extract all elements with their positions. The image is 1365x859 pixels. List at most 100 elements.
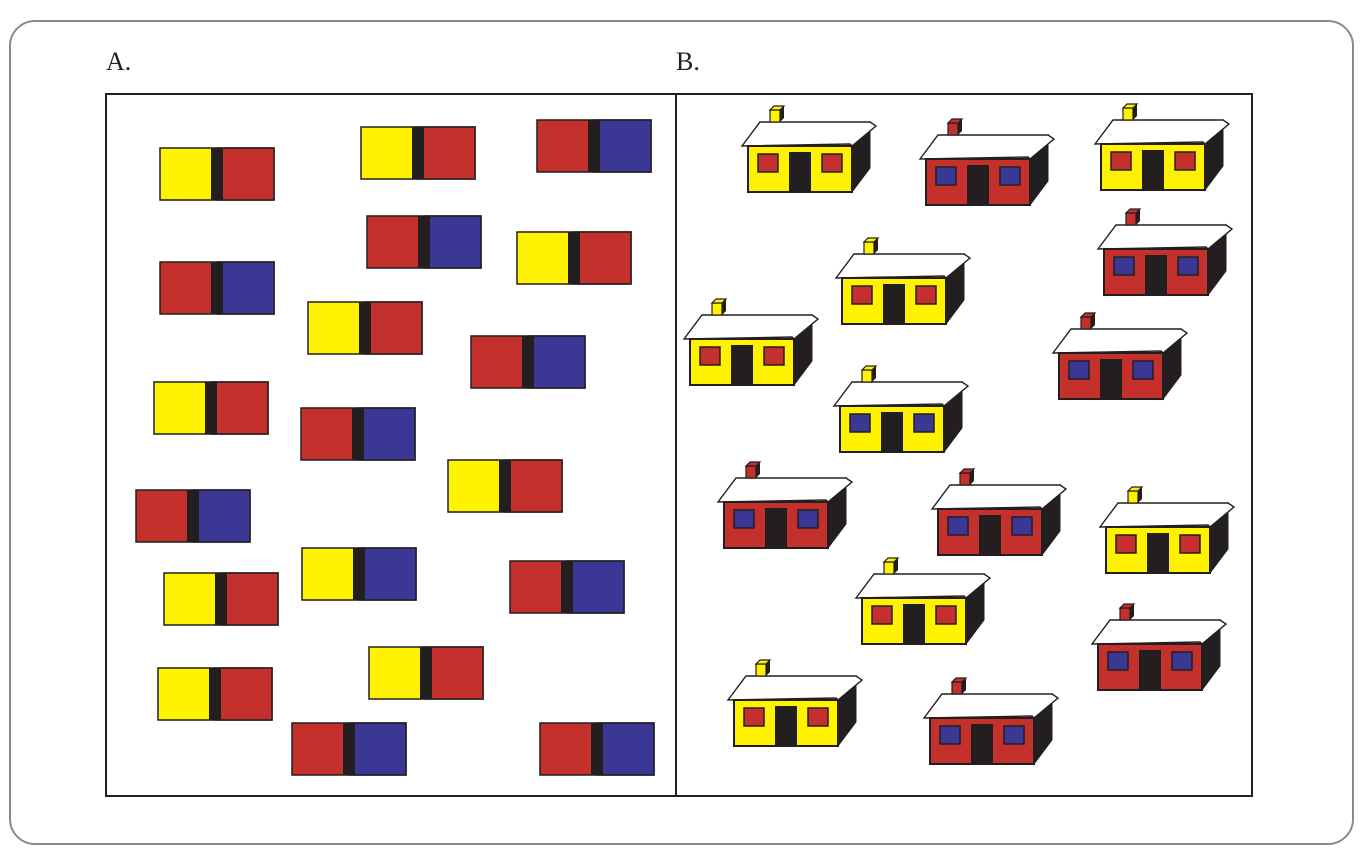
house-door <box>1100 359 1122 399</box>
house-window-left <box>947 516 969 536</box>
house-chimney <box>883 561 895 575</box>
house-chimney-side <box>958 119 962 135</box>
domino-tile <box>516 231 632 285</box>
tile-right-half <box>596 722 655 776</box>
house-window-left <box>1115 534 1137 554</box>
house <box>740 105 878 194</box>
domino-tile <box>447 459 563 513</box>
house-window-left <box>1113 256 1135 276</box>
tile-divider <box>420 647 432 699</box>
tile-right-half <box>216 261 275 315</box>
tile-divider <box>359 302 371 354</box>
house-door <box>883 284 905 324</box>
tile-divider <box>418 216 430 268</box>
house-door <box>789 152 811 192</box>
house <box>1096 208 1234 297</box>
tile-right-half <box>573 231 632 285</box>
tile-divider <box>343 723 355 775</box>
house-chimney-side <box>780 106 784 122</box>
house-window-right <box>807 707 829 727</box>
house <box>832 365 970 454</box>
tile-divider <box>352 408 364 460</box>
house <box>1098 486 1236 575</box>
house-window-left <box>849 413 871 433</box>
tile-divider <box>591 723 603 775</box>
figure-frame <box>9 20 1354 845</box>
house-chimney <box>863 241 875 255</box>
domino-tile <box>153 381 269 435</box>
house-chimney-side <box>1138 487 1142 503</box>
house-window-right <box>797 509 819 529</box>
house-window-right <box>1003 725 1025 745</box>
house-window-right <box>1177 256 1199 276</box>
tile-right-half <box>593 119 652 173</box>
house-chimney-side <box>970 469 974 485</box>
panel-b-label: B. <box>676 47 700 76</box>
house-window-right <box>913 413 935 433</box>
tile-right-half <box>504 459 563 513</box>
tile-divider <box>205 382 217 434</box>
house-roof <box>740 121 878 147</box>
house-window-right <box>915 285 937 305</box>
tile-divider <box>499 460 511 512</box>
house-chimney-side <box>872 366 876 382</box>
house-door <box>731 345 753 385</box>
house-chimney <box>1125 212 1137 226</box>
house-chimney <box>951 681 963 695</box>
house-window-left <box>699 346 721 366</box>
house-roof <box>930 484 1068 510</box>
tile-divider <box>211 262 223 314</box>
tile-right-half <box>364 301 423 355</box>
domino-tile <box>368 646 484 700</box>
domino-tile <box>157 667 273 721</box>
panel-a-tiles <box>135 119 655 776</box>
house <box>1051 312 1189 401</box>
house-chimney <box>745 465 757 479</box>
tile-right-half <box>220 572 279 626</box>
house-chimney <box>755 663 767 677</box>
house-window-right <box>1011 516 1033 536</box>
house-roof <box>716 477 854 503</box>
house-chimney-side <box>962 678 966 694</box>
tile-divider <box>568 232 580 284</box>
house-chimney-side <box>894 558 898 574</box>
house-door <box>903 604 925 644</box>
tile-right-half <box>527 335 586 389</box>
tile-right-half <box>566 560 625 614</box>
domino-tile <box>301 547 417 601</box>
house-chimney <box>861 369 873 383</box>
tile-right-half <box>192 489 251 543</box>
house-window-left <box>935 166 957 186</box>
house-door <box>971 724 993 764</box>
domino-tile <box>539 722 655 776</box>
domino-tile <box>300 407 416 461</box>
domino-tile <box>360 126 476 180</box>
house-window-left <box>871 605 893 625</box>
tile-divider <box>588 120 600 172</box>
domino-tile <box>159 261 275 315</box>
domino-tile <box>536 119 652 173</box>
tile-right-half <box>425 646 484 700</box>
house-chimney <box>959 472 971 486</box>
tile-divider <box>353 548 365 600</box>
house-roof <box>1098 502 1236 528</box>
tile-right-half <box>358 547 417 601</box>
house-chimney <box>1080 316 1092 330</box>
house-door <box>775 706 797 746</box>
house-roof <box>834 253 972 279</box>
panel-b-houses <box>682 103 1236 766</box>
house-chimney-side <box>1130 604 1134 620</box>
house-chimney <box>947 122 959 136</box>
house <box>1090 603 1228 692</box>
house-window-left <box>743 707 765 727</box>
tile-divider <box>187 490 199 542</box>
domino-tile <box>159 147 275 201</box>
house-chimney <box>711 302 723 316</box>
panel-a-label: A. <box>106 47 132 76</box>
house-window-left <box>939 725 961 745</box>
house-window-right <box>1174 151 1196 171</box>
house-window-left <box>757 153 779 173</box>
tile-right-half <box>214 667 273 721</box>
tile-right-half <box>357 407 416 461</box>
house-door <box>765 508 787 548</box>
